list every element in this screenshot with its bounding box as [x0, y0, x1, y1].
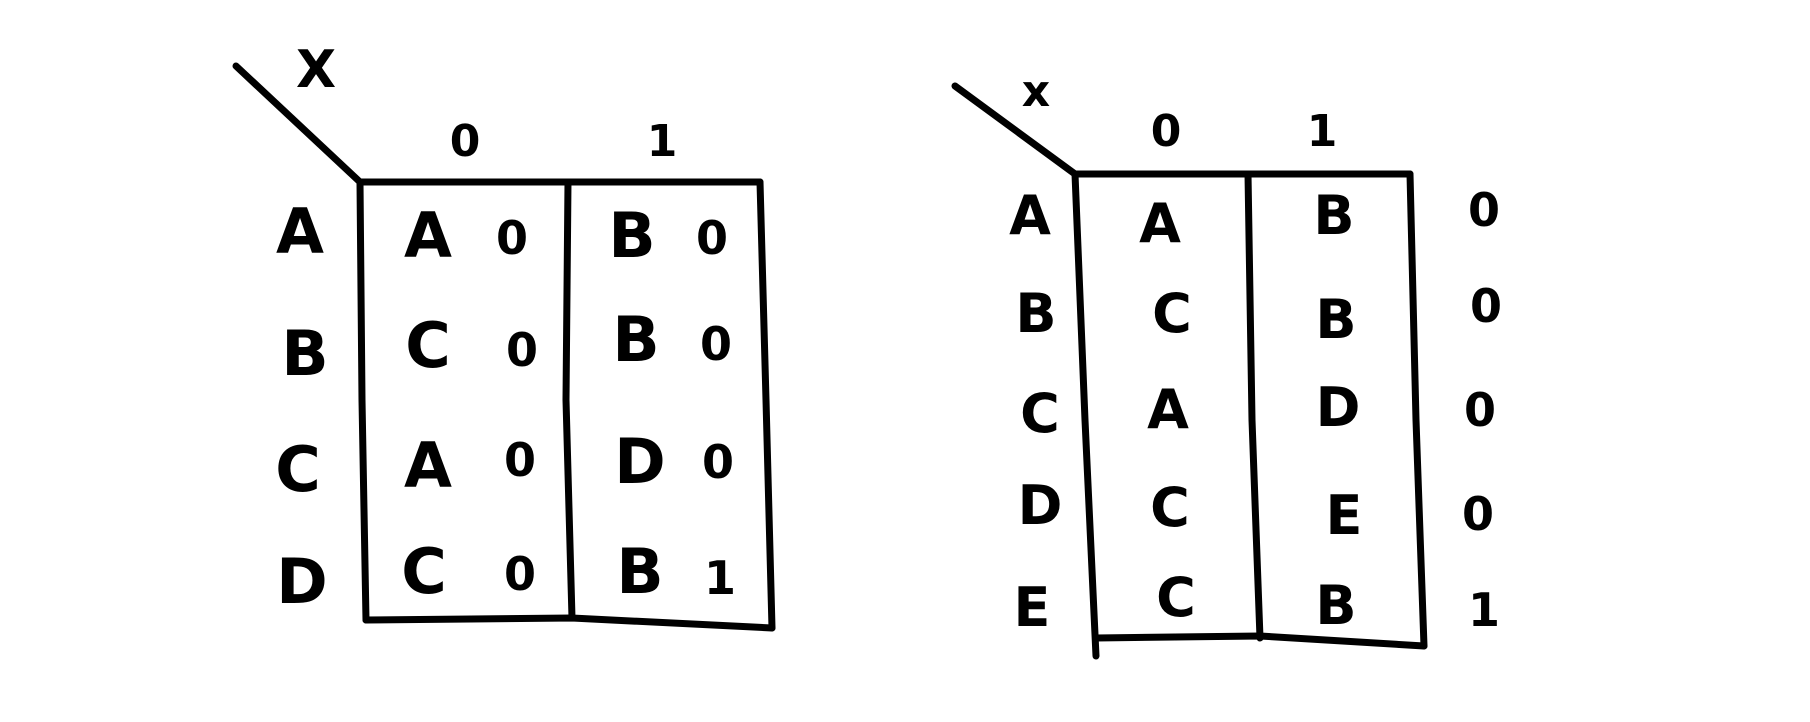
table1-output: 0: [701, 435, 735, 489]
table2-input-header-1: 1: [1306, 106, 1338, 157]
table2-right-border: [1406, 170, 1428, 650]
table2-diagonal: [951, 82, 1079, 178]
table1-output: 0: [699, 317, 733, 371]
table1-output: 0: [505, 323, 539, 377]
table1-input-header-0: 0: [449, 116, 481, 167]
table2-state-label: A: [1009, 184, 1051, 247]
table1-state-label: C: [275, 433, 321, 506]
table1-middle-divider: [562, 178, 576, 622]
table2-corner-label: x: [1021, 66, 1051, 117]
table1-output: 0: [503, 433, 537, 487]
table1-bottom-border: [362, 614, 776, 632]
table2-state-label: E: [1013, 576, 1051, 639]
table2-output: 1: [1467, 583, 1501, 637]
table1-next-state: A: [404, 199, 452, 272]
table1-right-border: [756, 178, 776, 632]
table1-output: 1: [703, 551, 737, 605]
table2-next-state: A: [1147, 378, 1189, 441]
table1-input-header-1: 1: [646, 116, 678, 167]
table1-left-border: [356, 178, 370, 624]
table2-output: 0: [1469, 279, 1503, 333]
table1-next-state: D: [614, 425, 666, 498]
table1-next-state: C: [401, 535, 447, 608]
table1-output: 0: [503, 547, 537, 601]
table1-output: 0: [695, 211, 729, 265]
table2-next-state: B: [1315, 288, 1357, 351]
table2-next-state: A: [1139, 192, 1181, 255]
table2-next-state: C: [1152, 282, 1192, 345]
table2-state-label: B: [1015, 282, 1057, 345]
table2-next-state: E: [1325, 484, 1363, 547]
table2-left-border: [1071, 170, 1100, 660]
table2-next-state: C: [1156, 566, 1196, 629]
table2-next-state: B: [1315, 574, 1357, 637]
table2-next-state: B: [1313, 184, 1355, 247]
table1-next-state: B: [612, 303, 660, 376]
table2-state-label: C: [1020, 382, 1060, 445]
table1-output: 0: [495, 211, 529, 265]
table2-output: 0: [1461, 487, 1495, 541]
table2-state-label: D: [1017, 474, 1063, 537]
table2-middle-divider: [1244, 170, 1264, 642]
table1-next-state: B: [608, 199, 656, 272]
table2-bottom-border: [1092, 632, 1428, 650]
table2-input-header-0: 0: [1150, 106, 1182, 157]
table2-next-state: D: [1315, 376, 1361, 439]
table2-next-state: C: [1150, 476, 1190, 539]
table1-diagonal: [232, 62, 364, 186]
table1-corner-label: X: [295, 40, 337, 100]
table1-next-state: B: [616, 535, 664, 608]
table1-next-state: A: [404, 429, 452, 502]
table1-state-label: A: [276, 195, 324, 268]
table1-next-state: C: [405, 309, 451, 382]
table2-output: 0: [1467, 183, 1501, 237]
table1-state-label: B: [281, 317, 329, 390]
table1-state-label: D: [276, 545, 328, 618]
table2-output: 0: [1463, 383, 1497, 437]
